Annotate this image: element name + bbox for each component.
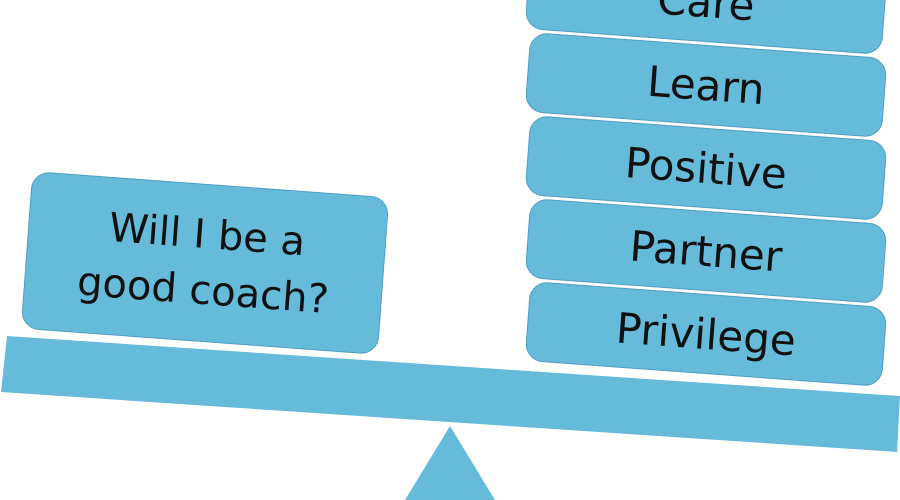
answer-stack: Care Learn Positive Partner Privilege [524,0,888,390]
answer-label-partner: Partner [628,220,784,282]
answer-label-privilege: Privilege [614,302,798,366]
answer-label-learn: Learn [645,56,767,114]
answer-label-care: Care [655,0,757,30]
scale-beam [1,336,900,452]
answer-label-positive: Positive [623,137,789,199]
scale-fulcrum [405,426,495,500]
question-block: Will I be a good coach? [20,171,390,355]
question-text: Will I be a good coach? [75,198,335,328]
